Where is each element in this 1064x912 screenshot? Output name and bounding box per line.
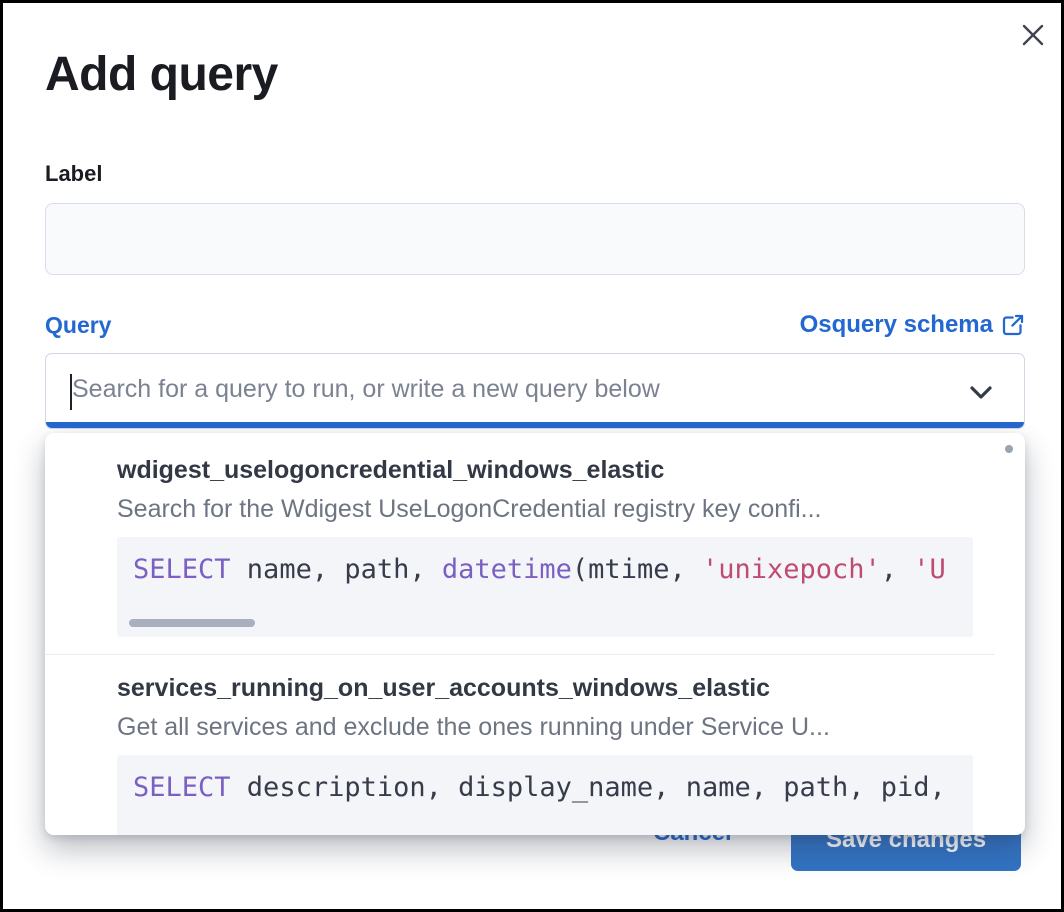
query-options-list: wdigest_uselogoncredential_windows_elast…: [45, 433, 1025, 835]
sql-code-line: SELECT name, path, datetime(mtime, 'unix…: [133, 554, 946, 585]
close-button[interactable]: [1015, 17, 1051, 53]
sql-code-line: SELECT description, display_name, name, …: [133, 772, 946, 803]
query-field-header: Query Osquery schema: [45, 311, 1025, 339]
query-option-sql-preview: SELECT name, path, datetime(mtime, 'unix…: [117, 537, 973, 637]
query-option-description: Get all services and exclude the ones ru…: [117, 713, 830, 741]
query-option-name: wdigest_uselogoncredential_windows_elast…: [117, 456, 665, 484]
query-option[interactable]: wdigest_uselogoncredential_windows_elast…: [45, 433, 1025, 637]
query-search-input[interactable]: [72, 354, 952, 424]
chevron-down-icon[interactable]: [964, 375, 998, 409]
osquery-schema-link[interactable]: Osquery schema: [800, 311, 1025, 339]
query-option-description: Search for the Wdigest UseLogonCredentia…: [117, 495, 822, 523]
external-link-icon: [1002, 314, 1024, 336]
query-option[interactable]: services_running_on_user_accounts_window…: [45, 655, 1025, 835]
query-suggestions-panel: wdigest_uselogoncredential_windows_elast…: [45, 433, 1025, 835]
query-field-label: Query: [45, 311, 112, 338]
label-field-label: Label: [45, 161, 103, 186]
option-divider: [45, 654, 995, 655]
osquery-schema-link-label: Osquery schema: [799, 311, 993, 338]
close-icon: [1022, 24, 1044, 46]
query-option-name: services_running_on_user_accounts_window…: [117, 674, 771, 702]
query-option-sql-preview: SELECT description, display_name, name, …: [117, 755, 973, 835]
query-combobox[interactable]: [45, 353, 1025, 429]
text-cursor: [70, 374, 72, 410]
label-input[interactable]: [45, 203, 1025, 275]
vertical-scrollbar-thumb[interactable]: [1005, 445, 1013, 453]
modal-title: Add query: [45, 48, 278, 101]
horizontal-scrollbar-thumb[interactable]: [129, 619, 255, 627]
